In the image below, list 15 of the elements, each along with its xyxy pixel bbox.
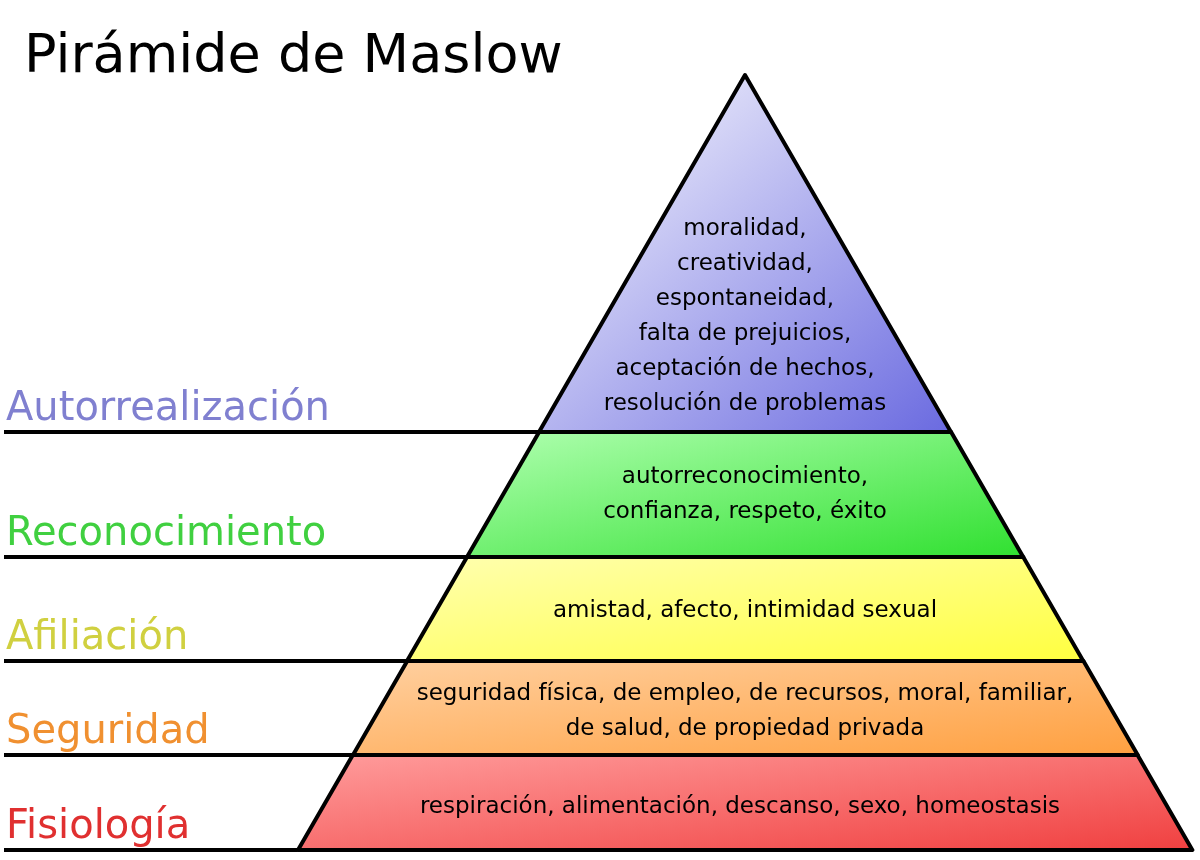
tier-text: moralidad, creatividad, espontaneidad, falta de prejuicios, aceptación de hechos, resolución de problemas bbox=[603, 214, 887, 415]
title: Pirámide de Maslow bbox=[24, 22, 563, 86]
tier-text: respiración, alimentación, descanso, sexo, homeostasis bbox=[419, 792, 1061, 818]
level-name: Seguridad bbox=[6, 707, 210, 751]
level-name: Autorrealización bbox=[6, 384, 330, 428]
pyramid-tier bbox=[352, 661, 1138, 755]
level-name: Reconocimiento bbox=[6, 509, 327, 553]
tier-text: autorreconocimiento, confianza, respeto, éxito bbox=[603, 462, 887, 523]
tier-text: amistad, afecto, intimidad sexual bbox=[552, 596, 938, 622]
tier-text: seguridad física, de empleo, de recursos, moral, familiar, de salud, de propiedad privada bbox=[416, 679, 1074, 740]
level-name: Fisiología bbox=[6, 802, 191, 846]
pyramid-tier bbox=[297, 755, 1193, 850]
pyramid-tier bbox=[466, 432, 1024, 557]
pyramid-tier bbox=[406, 557, 1084, 661]
level-name: Afiliación bbox=[6, 613, 189, 657]
